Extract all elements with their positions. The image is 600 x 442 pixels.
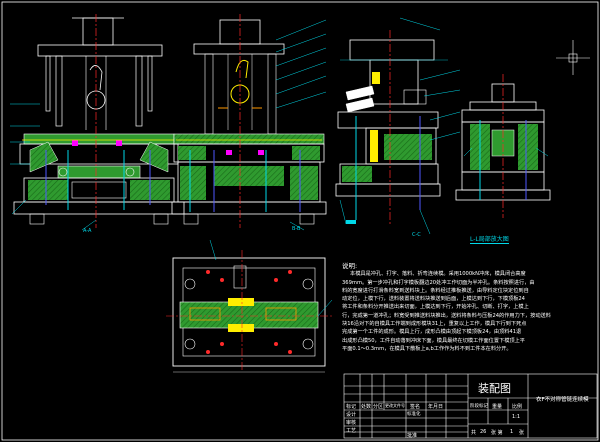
title-block (343, 373, 598, 439)
section-label-c: C-C (412, 232, 421, 238)
detail-section-view (455, 74, 551, 218)
notes-line: 出成形凸模50，工件自动落到冲床下面，模具最终在切模工作面位置下模顶上平 (342, 337, 525, 344)
section-label-b: B-B (292, 226, 301, 232)
notes-line: 本模具是冲孔、打字、落料、折弯连续模。采用1000kN冲床，模具闭合高度 (350, 271, 526, 278)
label-design: 设计 (346, 412, 357, 418)
scale-value: 1:1 (512, 414, 521, 420)
sheet-suffix: 张 (519, 430, 525, 436)
notes-line: 动定位，上模下行，送料装置将送料块推送到后面，上模达到下行，下模顶板24 (342, 296, 525, 303)
label-approve: 批准 (407, 433, 418, 439)
header-count: 处数 (361, 404, 372, 410)
notes-line: 将工件和条料分开推送出来切面，上模达到下行，开始冲孔、切断、打字，上模上 (342, 304, 529, 311)
sheet-total: 26 (480, 429, 487, 435)
notes-heading: 说明: (342, 262, 358, 270)
section-c-view (335, 17, 461, 235)
notes-line: 料的宽度进行打滑条料宽到送料块上。条料经过推板推送，由导料定位块定位到自 (342, 287, 529, 294)
notes-line: 行，完成第一道冲孔；料宽受到推送料块推出，送料将条料与压板24的作用力下，按动送… (342, 312, 551, 319)
header-signature: 签名 (410, 404, 421, 410)
label-weight: 重量 (492, 404, 503, 410)
header-change-doc: 更改文件号 (385, 403, 405, 408)
notes-line: 完成第一个工件的成形。模具上行，成形凸模由顶起下模顶板24，由顶料41退 (342, 329, 522, 336)
label-scale: 比例 (512, 404, 523, 410)
notes-line: 平面0.1～0.3mm，在模具下散板上a,b工作作为料不到工件本在料分开。 (342, 345, 512, 352)
detail-title-label: L-L局部放大图 (470, 236, 509, 244)
drawing-title: 装配图 (478, 382, 511, 395)
label-review: 审核 (346, 420, 357, 426)
label-stage-mark: 阶段标记 (470, 404, 488, 409)
front-section-view (10, 14, 185, 231)
crosshair-cursor-icon (556, 40, 590, 75)
sheet-mid: 张 第 (491, 430, 503, 436)
technical-notes: 说明: 本模具是冲孔、打字、落料、折弯连续模。采用1000kN冲床，模具闭合高度… (342, 262, 580, 353)
section-label-a: A-A (83, 228, 92, 234)
header-mark: 标记 (346, 404, 357, 410)
plan-view (166, 239, 333, 373)
label-standardize: 标准化 (407, 412, 421, 417)
label-process: 工艺 (346, 428, 357, 434)
notes-line: 369mm。第一步冲孔和打字模板翻边20处冲工作切面为半冲孔。条料按照进行，由 (342, 279, 535, 286)
sheet-prefix: 共 (471, 430, 477, 436)
product-name: 衣F不对称管链连续模 (536, 397, 589, 403)
header-zone: 分区 (373, 404, 384, 410)
header-date: 年月日 (428, 404, 444, 410)
sheet-number: 1 (510, 429, 514, 435)
notes-line: 块16沿对下的自模具工作端到成形模块31上，重复以上工作，模具下行到下死点 (342, 321, 527, 328)
side-section-view (171, 14, 327, 231)
